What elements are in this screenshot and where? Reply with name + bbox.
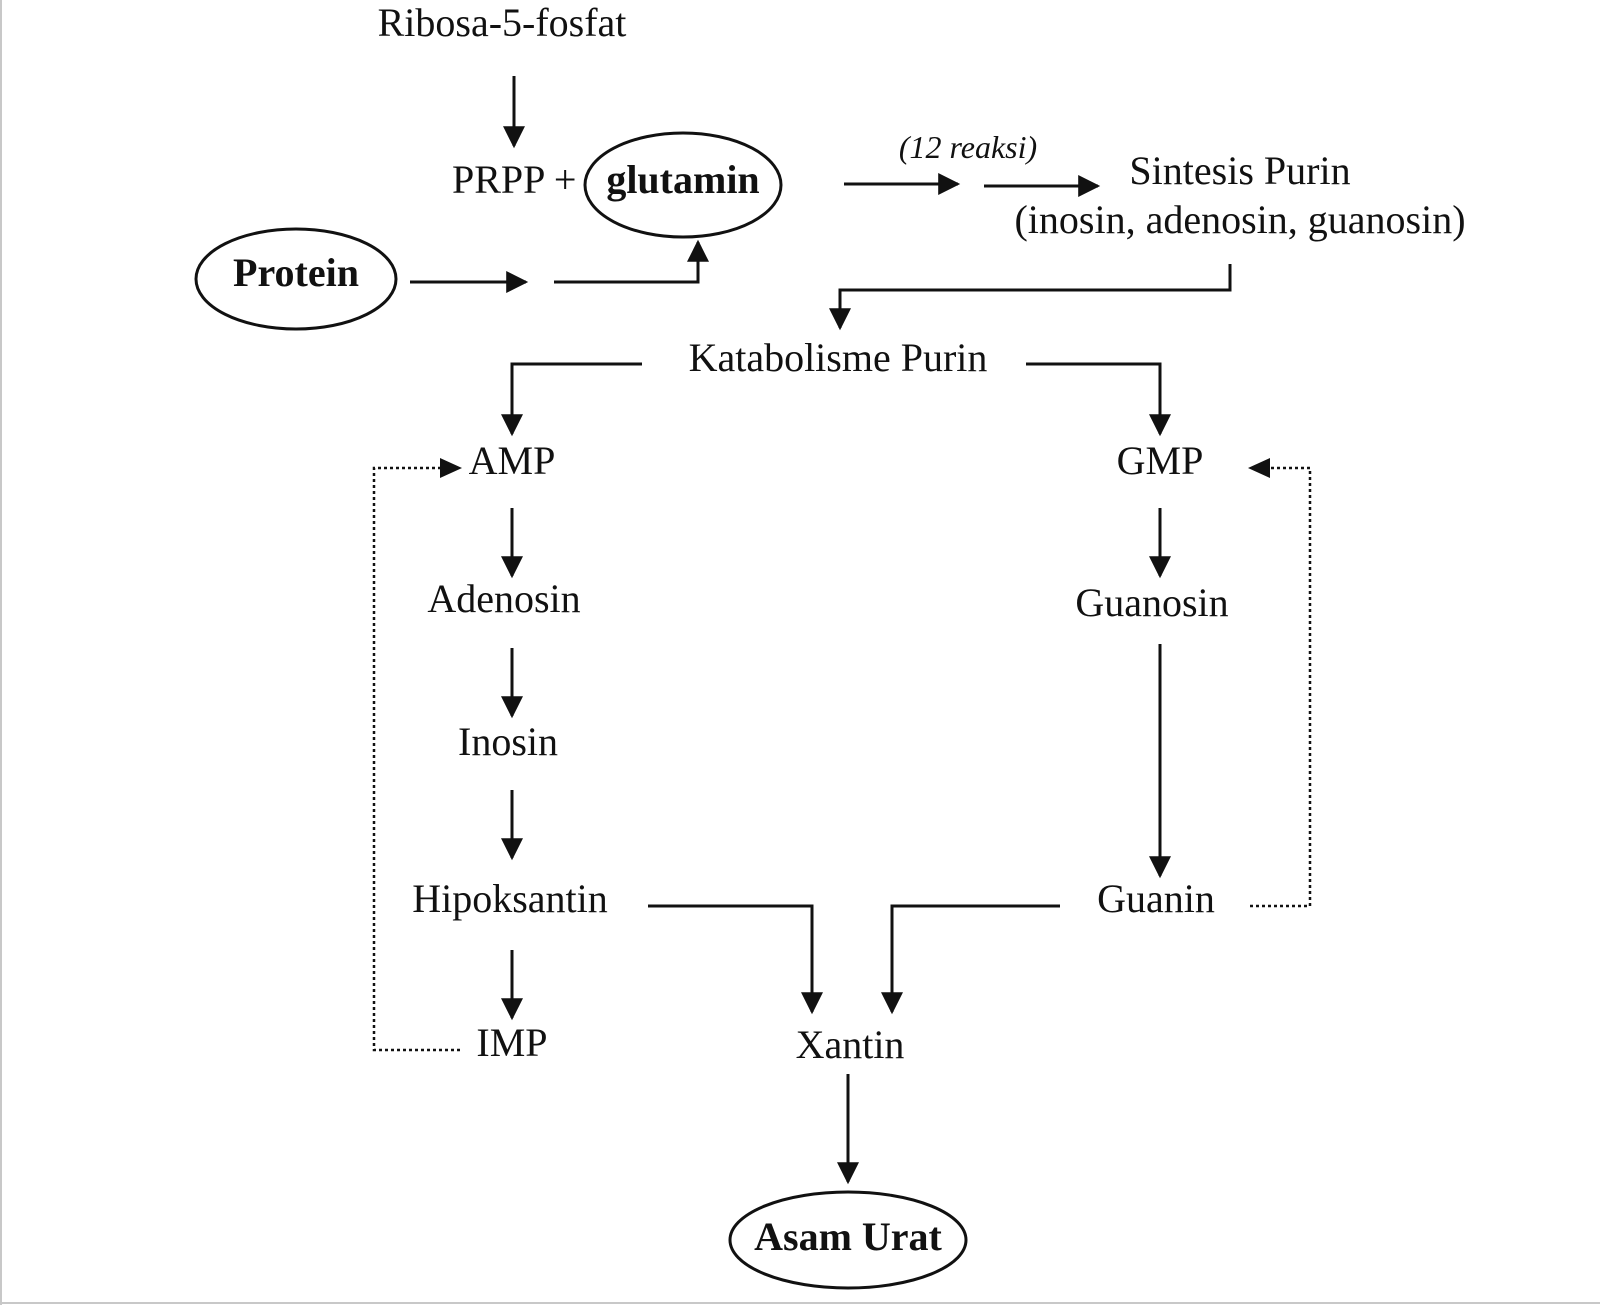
dotted-arrow-guanin-to-gmp [1250,466,1312,908]
node-imp: IMP [476,1020,547,1065]
node-xantin: Xantin [796,1022,905,1067]
node-protein: Protein [233,250,359,295]
arrow-hipoksantin-to-xantin [648,904,823,1015]
node-gmp: GMP [1117,438,1204,483]
arrow-protein-to-glutamin [554,239,709,284]
node-glutamin-ellipse [583,131,783,239]
node-amp: AMP [469,438,556,483]
node-adenosin: Adenosin [427,576,580,621]
node-guanin: Guanin [1097,876,1215,921]
node-inosin: Inosin [458,719,558,764]
node-hipoksantin: Hipoksantin [412,876,608,921]
node-asam-urat: Asam Urat [754,1214,942,1259]
dotted-arrowhead-amp [440,458,462,478]
arrow-sintesis-to-katabolisme [829,264,1232,331]
node-katabolisme-purin: Katabolisme Purin [689,335,988,380]
label-12-reaksi: (12 reaksi) [899,129,1037,165]
node-guanosin: Guanosin [1075,580,1228,625]
dotted-arrow-imp-to-amp [372,466,460,1052]
node-sintesis-purin-detail: (inosin, adenosin, guanosin) [1014,197,1465,242]
node-sintesis-purin: Sintesis Purin [1129,148,1350,193]
node-prpp: PRPP + [452,157,577,202]
node-protein-ellipse [194,227,398,331]
dotted-arrowhead-gmp [1248,458,1270,478]
arrow-guanin-to-xantin [881,904,1060,1015]
arrow-katabolisme-to-gmp [1026,362,1171,437]
arrow-katabolisme-to-amp [501,362,642,437]
node-ribosa-5-fosfat: Ribosa-5-fosfat [378,0,627,45]
node-glutamin: glutamin [606,157,759,202]
node-asam-urat-ellipse [728,1190,968,1290]
